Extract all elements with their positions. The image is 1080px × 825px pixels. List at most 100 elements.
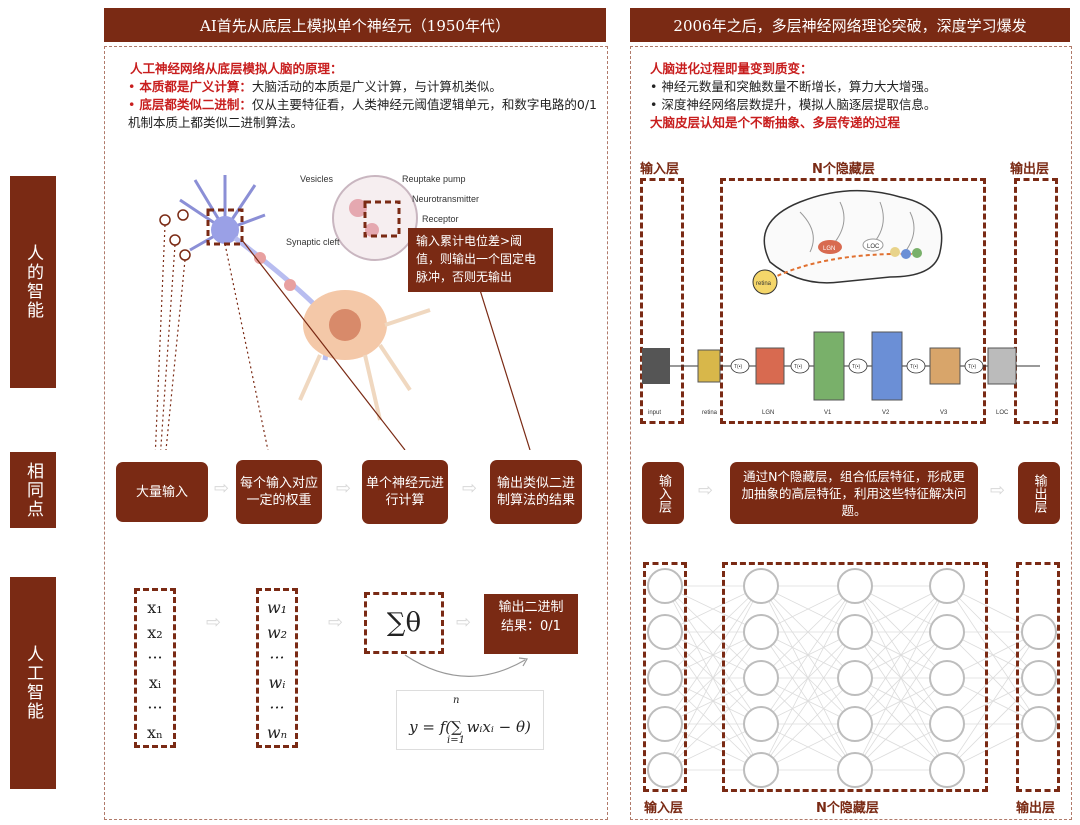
nn-node: [1021, 706, 1057, 742]
top-output-layer-label: 输出层: [1010, 162, 1050, 177]
nn-node: [647, 706, 683, 742]
nn-node: [837, 752, 873, 788]
dendrites: [179, 175, 266, 252]
arrow-right-icon: ⇨: [456, 612, 472, 633]
arrow-right-icon: ⇨: [698, 480, 714, 501]
step-output: 输出类似二进制算法的结果: [490, 460, 582, 524]
nn-connection: [854, 585, 948, 771]
nn-node: [929, 706, 965, 742]
nn-connection: [760, 585, 856, 679]
bottom-hidden-layer-label: N个隐藏层: [816, 801, 879, 816]
nn-input-layer-box: [643, 562, 687, 792]
right-intro: 人脑进化过程即量变到质变： • 神经元数量和突触数量不断增长，算力大大增强。 •…: [650, 60, 1065, 132]
right-bullet-2: • 深度神经网络层数提升，模拟人脑逐层提取信息。: [650, 97, 937, 112]
nn-connection: [664, 631, 762, 771]
nn-node: [837, 568, 873, 604]
nn-connection: [946, 631, 1040, 771]
svg-text:LGN: LGN: [762, 410, 774, 416]
vision-pipeline: T(•)T(•) T(•)T(•) T(•) input retina LGN …: [642, 331, 1040, 416]
right-bullet-1: • 神经元数量和突触数量不断增长，算力大大增强。: [650, 79, 937, 94]
svg-text:V1: V1: [824, 410, 832, 416]
nn-connection: [854, 677, 948, 771]
svg-text:V2: V2: [882, 410, 890, 416]
nn-node: [837, 614, 873, 650]
svg-text:T(•): T(•): [968, 364, 976, 370]
right-panel: [630, 46, 1072, 820]
nn-node: [837, 706, 873, 742]
nn-node: [1021, 614, 1057, 650]
nn-connection: [664, 677, 762, 771]
nn-node: [1021, 660, 1057, 696]
brain-illustration: LGN LOC retina: [752, 189, 943, 295]
nn-hidden-layer-box: [722, 562, 988, 792]
neuron-callout: 输入累计电位差>阈值，则输出一个固定电脉冲，否则无输出: [408, 228, 553, 292]
neural-network: [647, 568, 1057, 788]
svg-text:retina: retina: [756, 281, 772, 287]
nn-connection: [664, 585, 762, 725]
nn-node: [743, 752, 779, 788]
nn-connection: [946, 677, 1040, 771]
step-many-inputs: 大量输入: [116, 462, 208, 522]
formula-box: y = f(∑ wᵢxᵢ − θ) n i=1: [396, 690, 544, 750]
side-label-human: 人的智能: [10, 176, 56, 388]
svg-text:LOC: LOC: [867, 244, 880, 250]
right-step-hidden: 通过N个隐藏层，组合低层特征，形成更加抽象的高层特征，利用这些特征解决问题。: [730, 462, 978, 524]
nn-node: [929, 660, 965, 696]
left-bullet-2: • 底层都类似二进制：仅从主要特征看，人类神经元阈值逻辑单元，和数字电路的0/1…: [128, 97, 597, 130]
svg-text:LGN: LGN: [823, 246, 835, 252]
nn-connection: [854, 631, 948, 771]
label-reuptake: Reuptake pump: [402, 174, 466, 184]
svg-text:LOC: LOC: [996, 410, 1009, 416]
curve-arrow: [404, 654, 528, 677]
arrow-right-icon: ⇨: [206, 612, 222, 633]
brain-outline: [763, 189, 943, 284]
left-header: AI首先从底层上模拟单个神经元（1950年代）: [104, 8, 606, 42]
neuron-body: [211, 216, 239, 244]
arrow-right-icon: ⇨: [214, 478, 230, 499]
arrow-right-icon: ⇨: [336, 478, 352, 499]
bottom-output-layer-label: 输出层: [1016, 801, 1056, 816]
nn-node: [743, 660, 779, 696]
nn-node: [929, 752, 965, 788]
left-intro-title: 人工神经网络从底层模拟人脑的原理：: [130, 61, 343, 76]
svg-text:T(•): T(•): [852, 364, 860, 370]
nn-node: [647, 614, 683, 650]
svg-text:T(•): T(•): [734, 364, 742, 370]
sum-theta-box: ∑θ: [364, 592, 444, 654]
bottom-input-layer-label: 输入层: [644, 801, 684, 816]
hidden-layer-box: [720, 178, 986, 424]
nn-node: [929, 614, 965, 650]
right-intro-title: 人脑进化过程即量变到质变：: [650, 61, 813, 76]
label-receptor: Receptor: [422, 214, 459, 224]
svg-text:input: input: [648, 410, 661, 416]
arrow-right-icon: ⇨: [990, 480, 1006, 501]
nn-node: [929, 568, 965, 604]
formula-top: n: [453, 695, 460, 706]
right-step-output: 输出层: [1018, 462, 1060, 524]
nn-node: [647, 752, 683, 788]
input-image: [642, 348, 670, 384]
nn-connection: [760, 585, 856, 771]
left-bullet-1: • 本质都是广义计算：大脑活动的本质是广义计算，与计算机类似。: [128, 79, 502, 94]
label-neurotransmitter: Neurotransmitter: [412, 194, 479, 204]
nn-connection: [760, 631, 856, 771]
nn-connection: [664, 585, 762, 771]
svg-text:T(•): T(•): [794, 364, 802, 370]
nn-node: [647, 568, 683, 604]
formula-bottom: i=1: [447, 735, 465, 746]
synapse-zoom: [332, 175, 418, 261]
arrow-right-icon: ⇨: [328, 612, 344, 633]
right-step-input: 输入层: [642, 462, 684, 524]
top-input-layer-label: 输入层: [640, 162, 680, 177]
svg-text:T(•): T(•): [910, 364, 918, 370]
output-layer-box: [1014, 178, 1058, 424]
input-layer-box: [640, 178, 684, 424]
nn-output-layer-box: [1016, 562, 1060, 792]
svg-text:retina: retina: [702, 410, 718, 416]
binary-output-box: 输出二进制结果：0/1: [484, 594, 578, 654]
step-compute: 单个神经元进行计算: [362, 460, 448, 524]
right-conclusion: 大脑皮层认知是个不断抽象、多层传递的过程: [650, 115, 901, 130]
nn-connection: [664, 585, 762, 679]
nn-node: [743, 706, 779, 742]
